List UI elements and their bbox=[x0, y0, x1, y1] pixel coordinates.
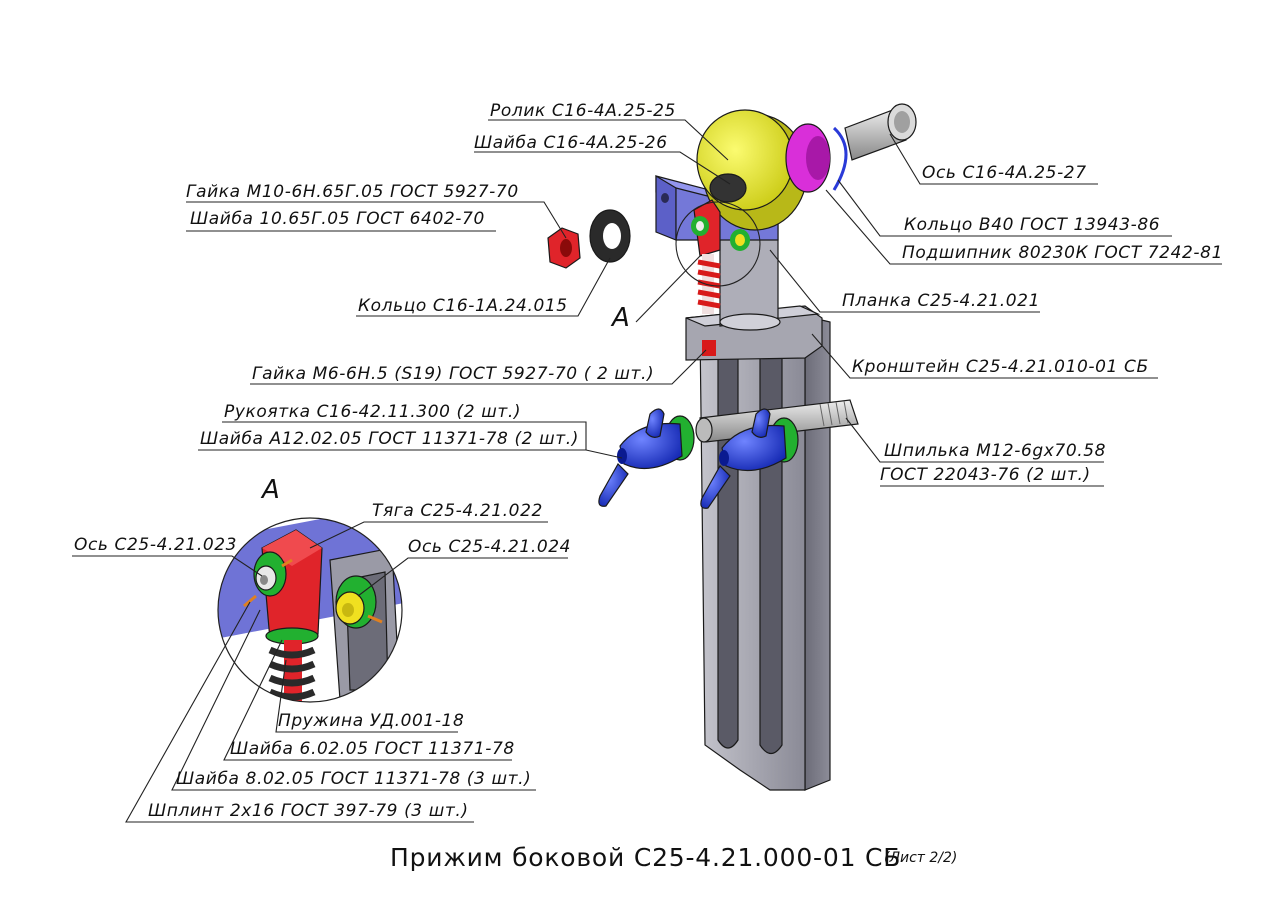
label-kronshtein: Кронштейн С25-4.21.010-01 СБ bbox=[852, 357, 1149, 377]
ring-c16 bbox=[589, 209, 631, 263]
label-shaiba-8: Шайба 8.02.05 ГОСТ 11371-78 (3 шт.) bbox=[176, 769, 531, 789]
bracket-front-face bbox=[699, 315, 806, 791]
label-os-27: Ось С16-4А.25-27 bbox=[922, 163, 1087, 183]
detail-view-a bbox=[217, 517, 403, 703]
label-podshipnik: Подшипник 80230К ГОСТ 7242-81 bbox=[902, 243, 1223, 263]
label-shaiba-10: Шайба 10.65Г.05 ГОСТ 6402-70 bbox=[190, 209, 485, 229]
spring-main bbox=[697, 254, 721, 314]
view-label-detail: А bbox=[260, 475, 280, 505]
m10-nut bbox=[547, 227, 581, 269]
roller-assembly bbox=[696, 103, 917, 231]
bracket-slot-left bbox=[717, 353, 739, 749]
retaining-ring bbox=[832, 126, 848, 191]
label-ring-c16: Кольцо С16-1А.24.015 bbox=[358, 296, 568, 316]
view-label-main: А bbox=[610, 303, 630, 333]
roller bbox=[696, 109, 794, 211]
drawing-subtitle: (Лист 2/2) bbox=[884, 850, 957, 866]
label-rukoyatka: Рукоятка С16-42.11.300 (2 шт.) bbox=[224, 402, 521, 422]
title-block: Прижим боковой С25-4.21.000-01 СБ (Лист … bbox=[390, 843, 957, 872]
label-pruzhina: Пружина УД.001-18 bbox=[278, 711, 464, 731]
pull-rod-main bbox=[691, 199, 750, 356]
label-shaiba-a12: Шайба А12.02.05 ГОСТ 11371-78 (2 шт.) bbox=[200, 429, 579, 449]
leader-lines bbox=[72, 119, 1222, 823]
label-gaika-m10: Гайка М10-6Н.65Г.05 ГОСТ 5927-70 bbox=[186, 182, 519, 202]
post-base bbox=[719, 313, 781, 331]
label-shpilka-2: ГОСТ 22043-76 (2 шт.) bbox=[880, 465, 1091, 485]
label-shpilka-1: Шпилька М12-6gx70.58 bbox=[884, 441, 1106, 461]
label-os-023: Ось С25-4.21.023 bbox=[74, 535, 237, 555]
label-shaiba-roller: Шайба С16-4А.25-26 bbox=[474, 133, 668, 153]
label-shaiba-6: Шайба 6.02.05 ГОСТ 11371-78 bbox=[230, 739, 515, 759]
label-planka: Планка С25-4.21.021 bbox=[842, 291, 1040, 311]
part-labels: Ролик С16-4А.25-25 Шайба С16-4А.25-26 Га… bbox=[74, 101, 1223, 821]
label-rolik: Ролик С16-4А.25-25 bbox=[490, 101, 676, 121]
label-tyaga: Тяга С25-4.21.022 bbox=[372, 501, 543, 521]
handle-right bbox=[700, 408, 799, 509]
label-gaika-m6: Гайка М6-6Н.5 (S19) ГОСТ 5927-70 ( 2 шт.… bbox=[252, 364, 654, 384]
label-kolco-v40: Кольцо В40 ГОСТ 13943-86 bbox=[904, 215, 1160, 235]
label-os-024: Ось С25-4.21.024 bbox=[408, 537, 571, 557]
detail-callout-circle bbox=[675, 201, 761, 287]
bracket-side-face bbox=[804, 315, 831, 791]
drawing-title: Прижим боковой С25-4.21.000-01 СБ bbox=[390, 843, 901, 872]
label-shplint: Шплинт 2х16 ГОСТ 397-79 (3 шт.) bbox=[148, 801, 469, 821]
roller-washer bbox=[709, 173, 747, 203]
m6-nut-main bbox=[702, 340, 716, 356]
handle-left bbox=[598, 408, 695, 507]
